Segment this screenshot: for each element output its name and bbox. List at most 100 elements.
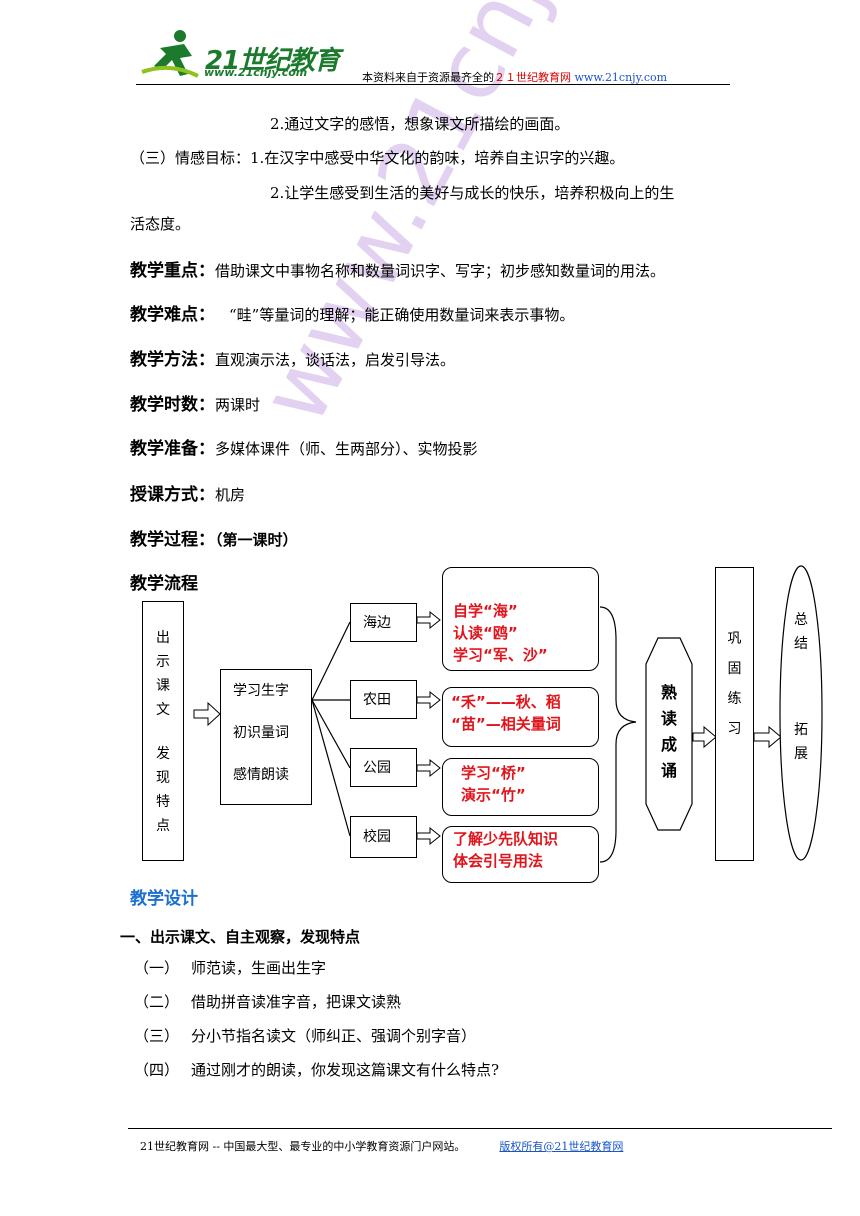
summary-char-2: 结 <box>794 636 808 652</box>
start-char-2: 示 <box>156 654 170 670</box>
design-item-3-text: 分小节指名读文（师纠正、强调个别字音） <box>191 1027 477 1045</box>
logo-url: www.21cnjy.com <box>204 66 308 79</box>
header-divider <box>136 84 730 85</box>
hours-row: 教学时数：两课时 <box>130 390 260 415</box>
footer: 21世纪教育网 -- 中国最大型、最专业的中小学教育资源门户网站。 版权所有@21… <box>140 1138 623 1154</box>
header-note: 本资料来自于资源最齐全的２１世纪教育网 www.21cnjy.com <box>362 69 667 85</box>
section-1-heading: 一、出示课文、自主观察，发现特点 <box>120 928 361 946</box>
summary-char-3: 拓 <box>794 722 808 738</box>
flow-title-row: 教学流程 <box>130 569 198 594</box>
difficulty-text: “畦”等量词的理解；能正确使用数量词来表示事物。 <box>229 306 575 324</box>
start-char-8: 点 <box>156 818 170 834</box>
consolidate-char-1: 巩 <box>727 631 742 647</box>
prep-text: 多媒体课件（师、生两部分）、实物投影 <box>215 440 478 458</box>
objective-line-2: （三）情感目标：1.在汉字中感受中华文化的韵味，培养自主识字的兴趣。 <box>130 149 625 167</box>
task-box-school: 了解少先队知识 体会引号用法 <box>442 826 599 883</box>
consolidate-box: 巩 固 练 习 <box>715 567 754 861</box>
design-title: 教学设计 <box>130 889 198 909</box>
process-row: 教学过程：（第一课时） <box>130 525 298 550</box>
header-note-site[interactable]: ２１世纪教育网 <box>494 71 571 84</box>
learn-item-1: 学习生字 <box>233 683 289 699</box>
read-char-3: 成 <box>660 735 677 754</box>
task-farmland-1: “禾”——秋、稻 <box>451 693 561 711</box>
logo-text: 21世纪教育 <box>205 46 340 76</box>
flow-learn-box: 学习生字 初识量词 感情朗读 <box>220 669 312 805</box>
summary-char-1: 总 <box>794 612 808 628</box>
design-item-1-num: （一） <box>134 959 180 977</box>
footer-divider <box>128 1128 832 1129</box>
design-item-4-num: （四） <box>134 1061 180 1079</box>
place-box-school: 校园 <box>350 816 417 858</box>
method-text: 直观演示法，谈话法，启发引导法。 <box>215 351 456 369</box>
task-box-park: 学习“桥” 演示“竹” <box>442 758 599 816</box>
objective-line-3: 2.让学生感受到生活的美好与成长的快乐，培养积极向上的生 <box>270 184 675 202</box>
consolidate-char-2: 固 <box>727 661 742 677</box>
runner-logo-icon <box>141 30 199 78</box>
summary-gap <box>780 656 822 718</box>
flow-start-box: 出 示 课 文 发 现 特 点 <box>142 601 184 861</box>
task-farmland-2: “苗”—相关量词 <box>451 715 561 733</box>
design-item-2-text: 借助拼音读准字音，把课文读熟 <box>191 993 402 1011</box>
task-box-seaside: 自学“海” 认读“鸥” 学习“军、沙” <box>442 567 599 671</box>
design-item-3: （三） 分小节指名读文（师纠正、强调个别字音） <box>134 1026 476 1046</box>
header-note-prefix: 本资料来自于资源最齐全的 <box>362 71 494 84</box>
consolidate-char-3: 练 <box>727 691 742 707</box>
process-label: 教学过程： <box>130 530 215 550</box>
task-seaside-2: 认读“鸥” <box>453 624 518 642</box>
read-char-4: 诵 <box>660 761 677 780</box>
header-note-url[interactable]: www.21cnjy.com <box>574 71 668 84</box>
objective-line-4: 活态度。 <box>130 215 191 233</box>
read-recite-label: 熟 读 成 诵 <box>646 680 692 784</box>
process-text: （第一课时） <box>215 531 298 549</box>
objective-line-1: 2.通过文字的感悟，想象课文所描绘的画面。 <box>270 115 570 133</box>
place-box-park: 公园 <box>350 748 417 787</box>
design-item-2-num: （二） <box>134 993 180 1011</box>
task-park-1: 学习“桥” <box>461 764 526 782</box>
hours-text: 两课时 <box>215 396 261 414</box>
footer-text: 21世纪教育网 -- 中国最大型、最专业的中小学教育资源门户网站。 <box>140 1140 466 1153</box>
design-item-4-text: 通过刚才的朗读，你发现这篇课文有什么特点? <box>191 1061 500 1079</box>
method-label: 教学方法： <box>130 350 215 370</box>
difficulty-label: 教学难点： <box>130 305 215 325</box>
start-char-4: 文 <box>156 702 170 718</box>
logo <box>140 26 340 84</box>
prep-row: 教学准备：多媒体课件（师、生两部分）、实物投影 <box>130 434 478 459</box>
consolidate-char-4: 习 <box>727 721 742 737</box>
design-item-2: （二） 借助拼音读准字音，把课文读熟 <box>134 992 401 1012</box>
design-item-3-num: （三） <box>134 1027 180 1045</box>
footer-copyright-link[interactable]: 版权所有@21世纪教育网 <box>499 1140 624 1153</box>
task-school-2: 体会引号用法 <box>453 852 544 870</box>
task-seaside-3: 学习“军、沙” <box>453 646 548 664</box>
start-char-7: 特 <box>156 794 170 810</box>
mode-label: 授课方式： <box>130 485 215 505</box>
focus-label: 教学重点： <box>130 261 215 281</box>
mode-text: 机房 <box>215 486 246 504</box>
focus-text: 借助课文中事物名称和数量词识字、写字；初步感知数量词的用法。 <box>215 262 666 280</box>
read-char-1: 熟 <box>660 683 677 702</box>
difficulty-row: 教学难点： “畦”等量词的理解；能正确使用数量词来表示事物。 <box>130 300 574 325</box>
focus-row: 教学重点：借助课文中事物名称和数量词识字、写字；初步感知数量词的用法。 <box>130 256 665 281</box>
start-gap <box>143 722 183 742</box>
learn-item-3: 感情朗读 <box>233 767 289 783</box>
prep-label: 教学准备： <box>130 439 215 459</box>
learn-item-2: 初识量词 <box>233 725 289 741</box>
design-item-4: （四） 通过刚才的朗读，你发现这篇课文有什么特点? <box>134 1060 499 1080</box>
design-item-1: （一）师范读，生画出生字 <box>134 958 326 978</box>
hours-label: 教学时数： <box>130 395 215 415</box>
mode-row: 授课方式：机房 <box>130 480 245 505</box>
flow-title: 教学流程 <box>130 574 198 594</box>
task-school-1: 了解少先队知识 <box>453 830 559 848</box>
task-seaside-1: 自学“海” <box>453 602 518 620</box>
start-char-1: 出 <box>156 630 170 646</box>
start-char-6: 现 <box>156 770 170 786</box>
place-box-seaside: 海边 <box>350 603 417 642</box>
summary-label: 总 结 拓 展 <box>780 608 822 766</box>
task-box-farmland: “禾”——秋、稻 “苗”—相关量词 <box>442 687 599 747</box>
place-box-farmland: 农田 <box>350 680 417 719</box>
method-row: 教学方法：直观演示法，谈话法，启发引导法。 <box>130 345 455 370</box>
start-char-3: 课 <box>156 678 170 694</box>
start-char-5: 发 <box>156 746 170 762</box>
read-char-2: 读 <box>660 709 677 728</box>
task-park-2: 演示“竹” <box>461 786 526 804</box>
